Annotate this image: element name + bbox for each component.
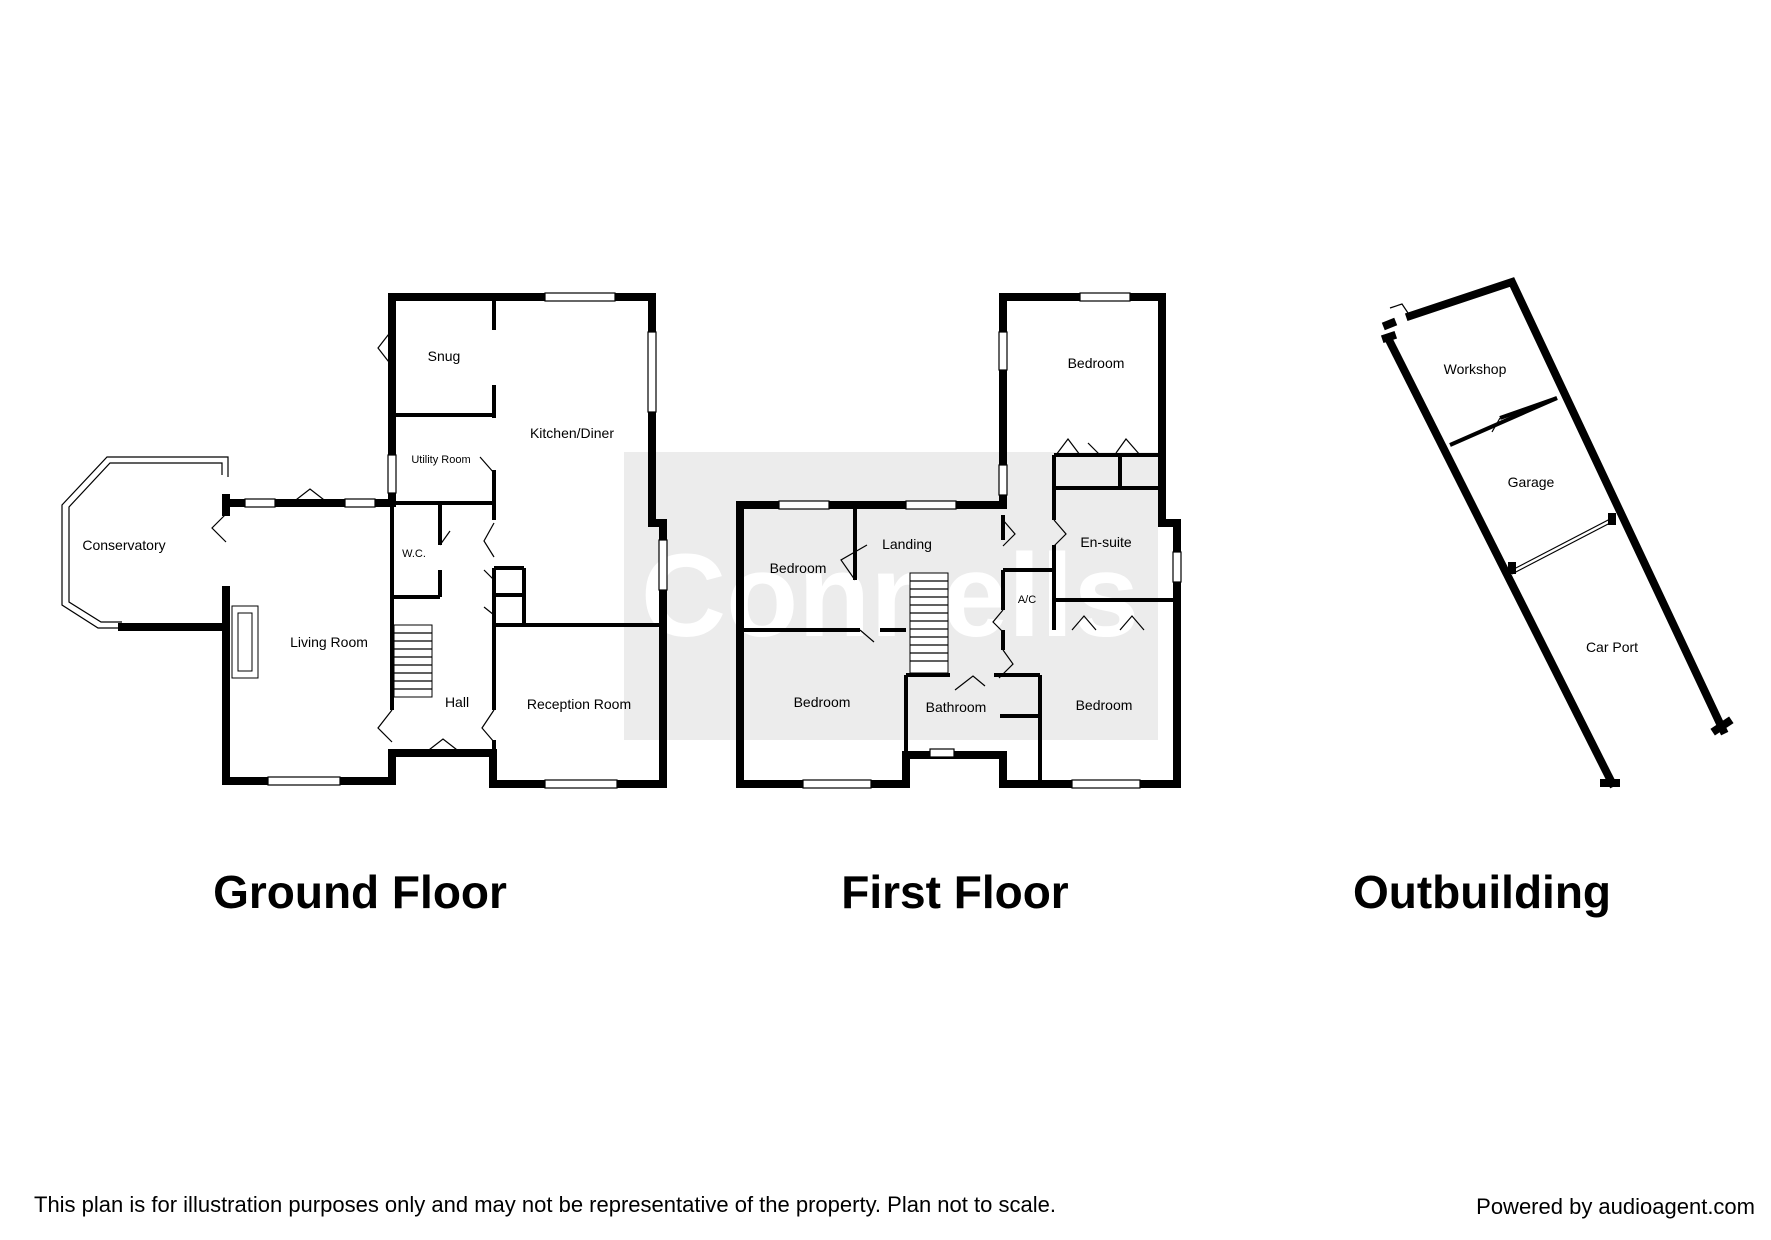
watermark-text: Connells	[641, 530, 1139, 662]
ground-floor-plan: Conservatory Snug Utility Room Kitchen/D…	[61, 292, 668, 918]
room-label-en-suite: En-suite	[1080, 534, 1132, 550]
room-label-bedroom-lower-left: Bedroom	[794, 694, 851, 710]
floor-title-ground: Ground Floor	[213, 866, 507, 918]
room-label-ac: A/C	[1018, 594, 1036, 606]
first-stairs	[909, 572, 949, 674]
room-label-bedroom-top: Bedroom	[1068, 355, 1125, 371]
window	[658, 539, 668, 591]
window	[344, 498, 376, 508]
window	[1079, 292, 1131, 302]
window	[802, 779, 872, 789]
wall-post	[1508, 562, 1516, 574]
room-label-living-room: Living Room	[290, 634, 368, 650]
door	[1389, 303, 1411, 317]
outbuilding-plan: Workshop Garage Car Port Outbuilding	[1353, 277, 1734, 918]
powered-by-text: Powered by audioagent.com	[1476, 1194, 1755, 1219]
room-label-car-port: Car Port	[1586, 639, 1638, 655]
door	[1491, 417, 1501, 433]
window	[1071, 779, 1141, 789]
room-label-workshop: Workshop	[1444, 361, 1507, 377]
window	[647, 331, 657, 413]
room-label-landing: Landing	[882, 536, 932, 552]
door	[291, 488, 329, 504]
wall-post	[1608, 513, 1616, 525]
window	[905, 500, 957, 510]
window	[244, 498, 276, 508]
window	[544, 292, 616, 302]
window	[998, 331, 1008, 371]
room-label-wc: W.C.	[402, 548, 426, 560]
first-outer-walls	[736, 293, 1181, 788]
room-label-bedroom-lower-right: Bedroom	[1076, 697, 1133, 713]
ground-doors	[377, 329, 495, 754]
floor-title-first: First Floor	[841, 866, 1069, 918]
window	[998, 464, 1008, 496]
room-label-conservatory: Conservatory	[82, 537, 165, 553]
window	[387, 454, 397, 494]
room-label-utility-room: Utility Room	[411, 454, 470, 466]
room-label-bedroom-left: Bedroom	[770, 560, 827, 576]
window	[267, 776, 341, 786]
disclaimer-text: This plan is for illustration purposes o…	[34, 1192, 1056, 1217]
window	[929, 748, 955, 758]
fireplace	[231, 605, 259, 679]
window	[778, 500, 830, 510]
first-doors	[840, 438, 1145, 691]
ground-interior-walls	[390, 300, 663, 784]
window	[544, 779, 618, 789]
room-label-bathroom: Bathroom	[926, 699, 987, 715]
room-label-kitchen-diner: Kitchen/Diner	[530, 425, 614, 441]
room-label-hall: Hall	[445, 694, 469, 710]
first-floor-plan: Bedroom Bedroom Landing En-suite A/C Bed…	[736, 292, 1182, 918]
room-label-garage: Garage	[1508, 474, 1555, 490]
room-label-snug: Snug	[428, 348, 461, 364]
window	[1172, 551, 1182, 583]
outbuilding-walls	[1404, 277, 1729, 736]
first-interior-walls	[740, 453, 1177, 784]
room-label-reception-room: Reception Room	[527, 696, 631, 712]
watermark: Connells	[624, 452, 1158, 740]
ground-stairs	[393, 624, 433, 698]
floor-title-outbuilding: Outbuilding	[1353, 866, 1611, 918]
